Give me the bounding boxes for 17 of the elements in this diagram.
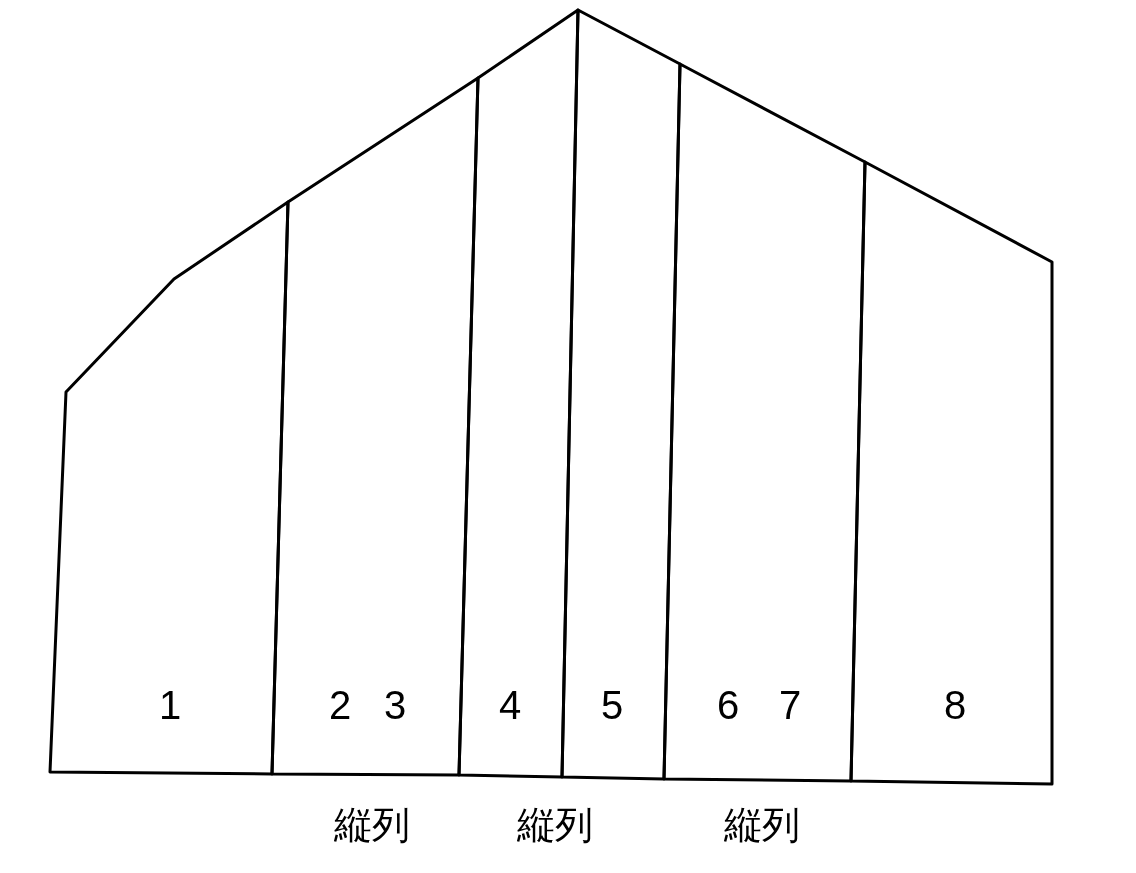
row-label: 縦列: [517, 804, 593, 846]
section-number: 6: [716, 683, 740, 727]
section-area: [664, 64, 865, 781]
section-area: [272, 78, 478, 775]
section-area: [459, 10, 578, 777]
section-number: 3: [383, 683, 407, 727]
section-area: [851, 162, 1052, 784]
section-number: 5: [600, 683, 624, 727]
section-number: 8: [943, 683, 967, 727]
row-label: 縦列: [334, 804, 410, 846]
section-number: 4: [498, 683, 522, 727]
section-number: 1: [158, 683, 182, 727]
section-number: 7: [778, 683, 802, 727]
section-number: 2: [328, 683, 352, 727]
section-area: [562, 10, 680, 779]
row-label: 縦列: [724, 804, 800, 846]
section-area: [50, 202, 288, 774]
